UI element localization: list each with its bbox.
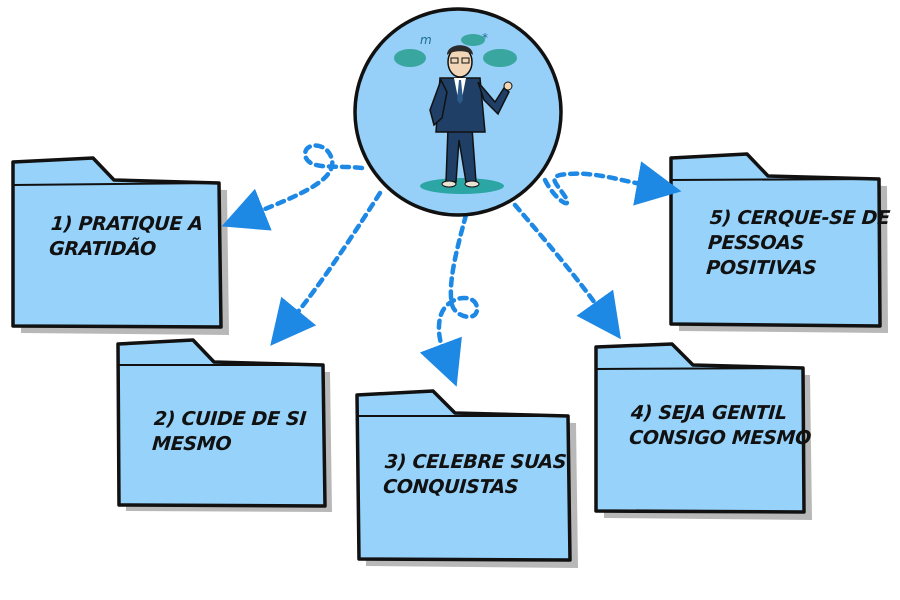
folder-3 bbox=[355, 389, 578, 568]
folder-label-3: 3) Celebre suas conquistas bbox=[382, 451, 568, 498]
folder-1 bbox=[11, 156, 229, 335]
arrow-to-folder-3 bbox=[419, 212, 480, 387]
folder-2 bbox=[116, 338, 332, 512]
businessman-icon: m * bbox=[394, 31, 517, 194]
svg-text:m: m bbox=[420, 33, 432, 47]
folder-4 bbox=[594, 342, 812, 520]
folder-5 bbox=[669, 152, 888, 333]
folder-label-1: 1) Pratique a gratidão bbox=[48, 213, 204, 260]
folder-label-4: 4) Seja gentil consigo mesmo bbox=[628, 402, 812, 449]
arrow-to-folder-5 bbox=[542, 161, 682, 206]
folder-label-5: 5) Cerque-se de pessoas positivas bbox=[705, 207, 891, 279]
svg-text:*: * bbox=[482, 31, 488, 45]
arrow-to-folder-4 bbox=[512, 202, 621, 340]
arrow-to-folder-1 bbox=[221, 143, 365, 231]
arrow-to-folder-2 bbox=[270, 190, 383, 346]
folder-label-2: 2) Cuide de si mesmo bbox=[151, 408, 307, 455]
